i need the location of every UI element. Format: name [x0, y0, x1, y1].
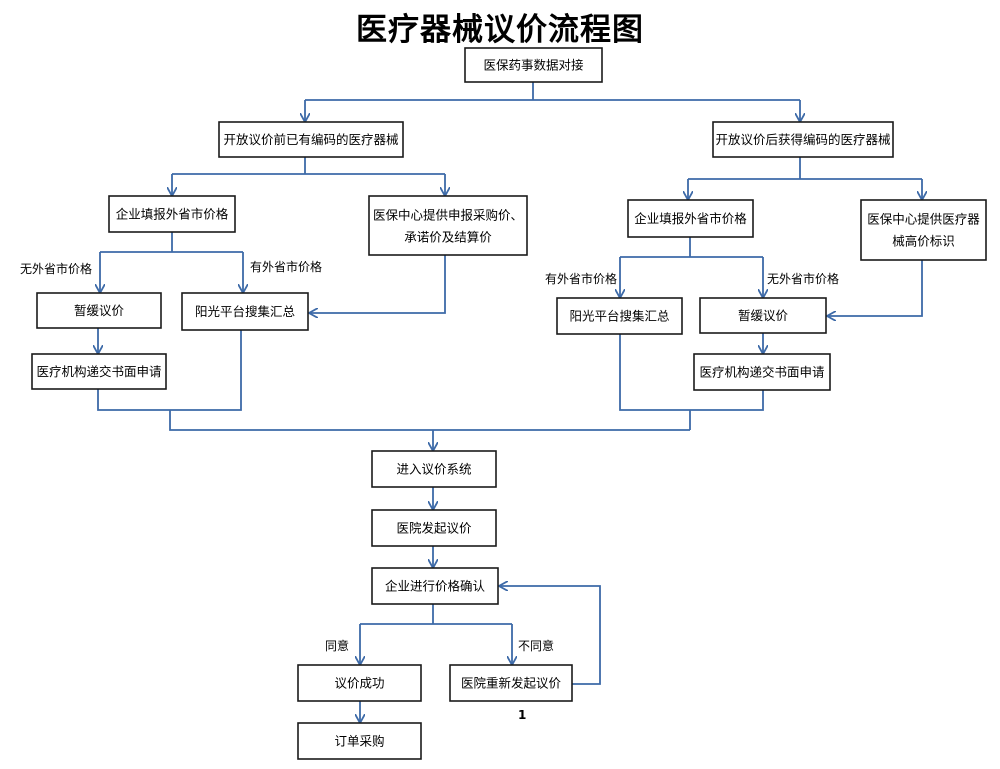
node-negotiation-success: 议价成功	[297, 664, 422, 702]
node-label: 暂缓议价	[74, 303, 125, 318]
label-has-outside-price-left: 有外省市价格	[250, 259, 322, 274]
node-label: 暂缓议价	[738, 308, 789, 323]
label-agree: 同意	[325, 638, 349, 653]
node-label-line-1: 医保中心提供医疗器	[867, 212, 980, 227]
node-label: 医保药事数据对接	[483, 58, 584, 73]
label-no-outside-price-left: 无外省市价格	[20, 261, 92, 276]
node-label: 开放议价后获得编码的医疗器械	[715, 132, 891, 147]
node-right-enterprise-fill-price: 企业填报外省市价格	[627, 199, 754, 238]
node-right-suspend: 暂缓议价	[699, 297, 827, 334]
node-order-purchase: 订单采购	[297, 722, 422, 760]
node-label: 医院发起议价	[396, 521, 472, 536]
node-label: 阳光平台搜集汇总	[569, 309, 669, 324]
label-disagree: 不同意	[518, 638, 554, 653]
connectors	[98, 82, 922, 722]
node-label: 议价成功	[334, 676, 384, 691]
node-left-insurance-center-price: 医保中心提供申报采购价、 承诺价及结算价	[368, 195, 528, 256]
node-label: 企业进行价格确认	[385, 579, 486, 594]
node-label-line-2: 械高价标识	[892, 234, 955, 249]
node-label: 进入议价系统	[396, 462, 471, 477]
node-label: 开放议价前已有编码的医疗器械	[223, 132, 399, 147]
node-existing-coded-devices: 开放议价前已有编码的医疗器械	[218, 121, 404, 158]
node-label-line-1: 医保中心提供申报采购价、	[373, 208, 523, 223]
node-enterprise-price-confirm: 企业进行价格确认	[371, 567, 499, 605]
node-label: 医疗机构递交书面申请	[36, 364, 161, 379]
label-no-outside-price-right: 无外省市价格	[767, 271, 839, 286]
node-enter-negotiation-system: 进入议价系统	[371, 450, 497, 488]
node-label-line-2: 承诺价及结算价	[404, 230, 492, 245]
node-right-sunshine-platform: 阳光平台搜集汇总	[556, 297, 683, 335]
node-hospital-start-negotiation: 医院发起议价	[371, 509, 497, 547]
node-label: 阳光平台搜集汇总	[195, 304, 295, 319]
page-number: 1	[518, 708, 527, 722]
node-right-insurance-center-flag: 医保中心提供医疗器 械高价标识	[860, 199, 987, 261]
node-hospital-restart-negotiation: 医院重新发起议价	[449, 664, 573, 702]
node-right-written-application: 医疗机构递交书面申请	[693, 353, 831, 391]
node-left-sunshine-platform: 阳光平台搜集汇总	[181, 292, 309, 331]
node-left-written-application: 医疗机构递交书面申请	[31, 353, 167, 390]
node-label: 医院重新发起议价	[461, 676, 562, 691]
node-data-integration: 医保药事数据对接	[464, 47, 603, 83]
node-new-coded-devices: 开放议价后获得编码的医疗器械	[712, 121, 894, 158]
node-label: 订单采购	[334, 734, 384, 749]
node-left-suspend: 暂缓议价	[36, 292, 162, 329]
page-title: 医疗器械议价流程图	[356, 12, 644, 48]
node-left-enterprise-fill-price: 企业填报外省市价格	[108, 195, 236, 233]
node-label: 医疗机构递交书面申请	[699, 365, 824, 380]
node-label: 企业填报外省市价格	[116, 207, 229, 222]
node-label: 企业填报外省市价格	[634, 211, 747, 226]
label-has-outside-price-right: 有外省市价格	[545, 271, 617, 286]
